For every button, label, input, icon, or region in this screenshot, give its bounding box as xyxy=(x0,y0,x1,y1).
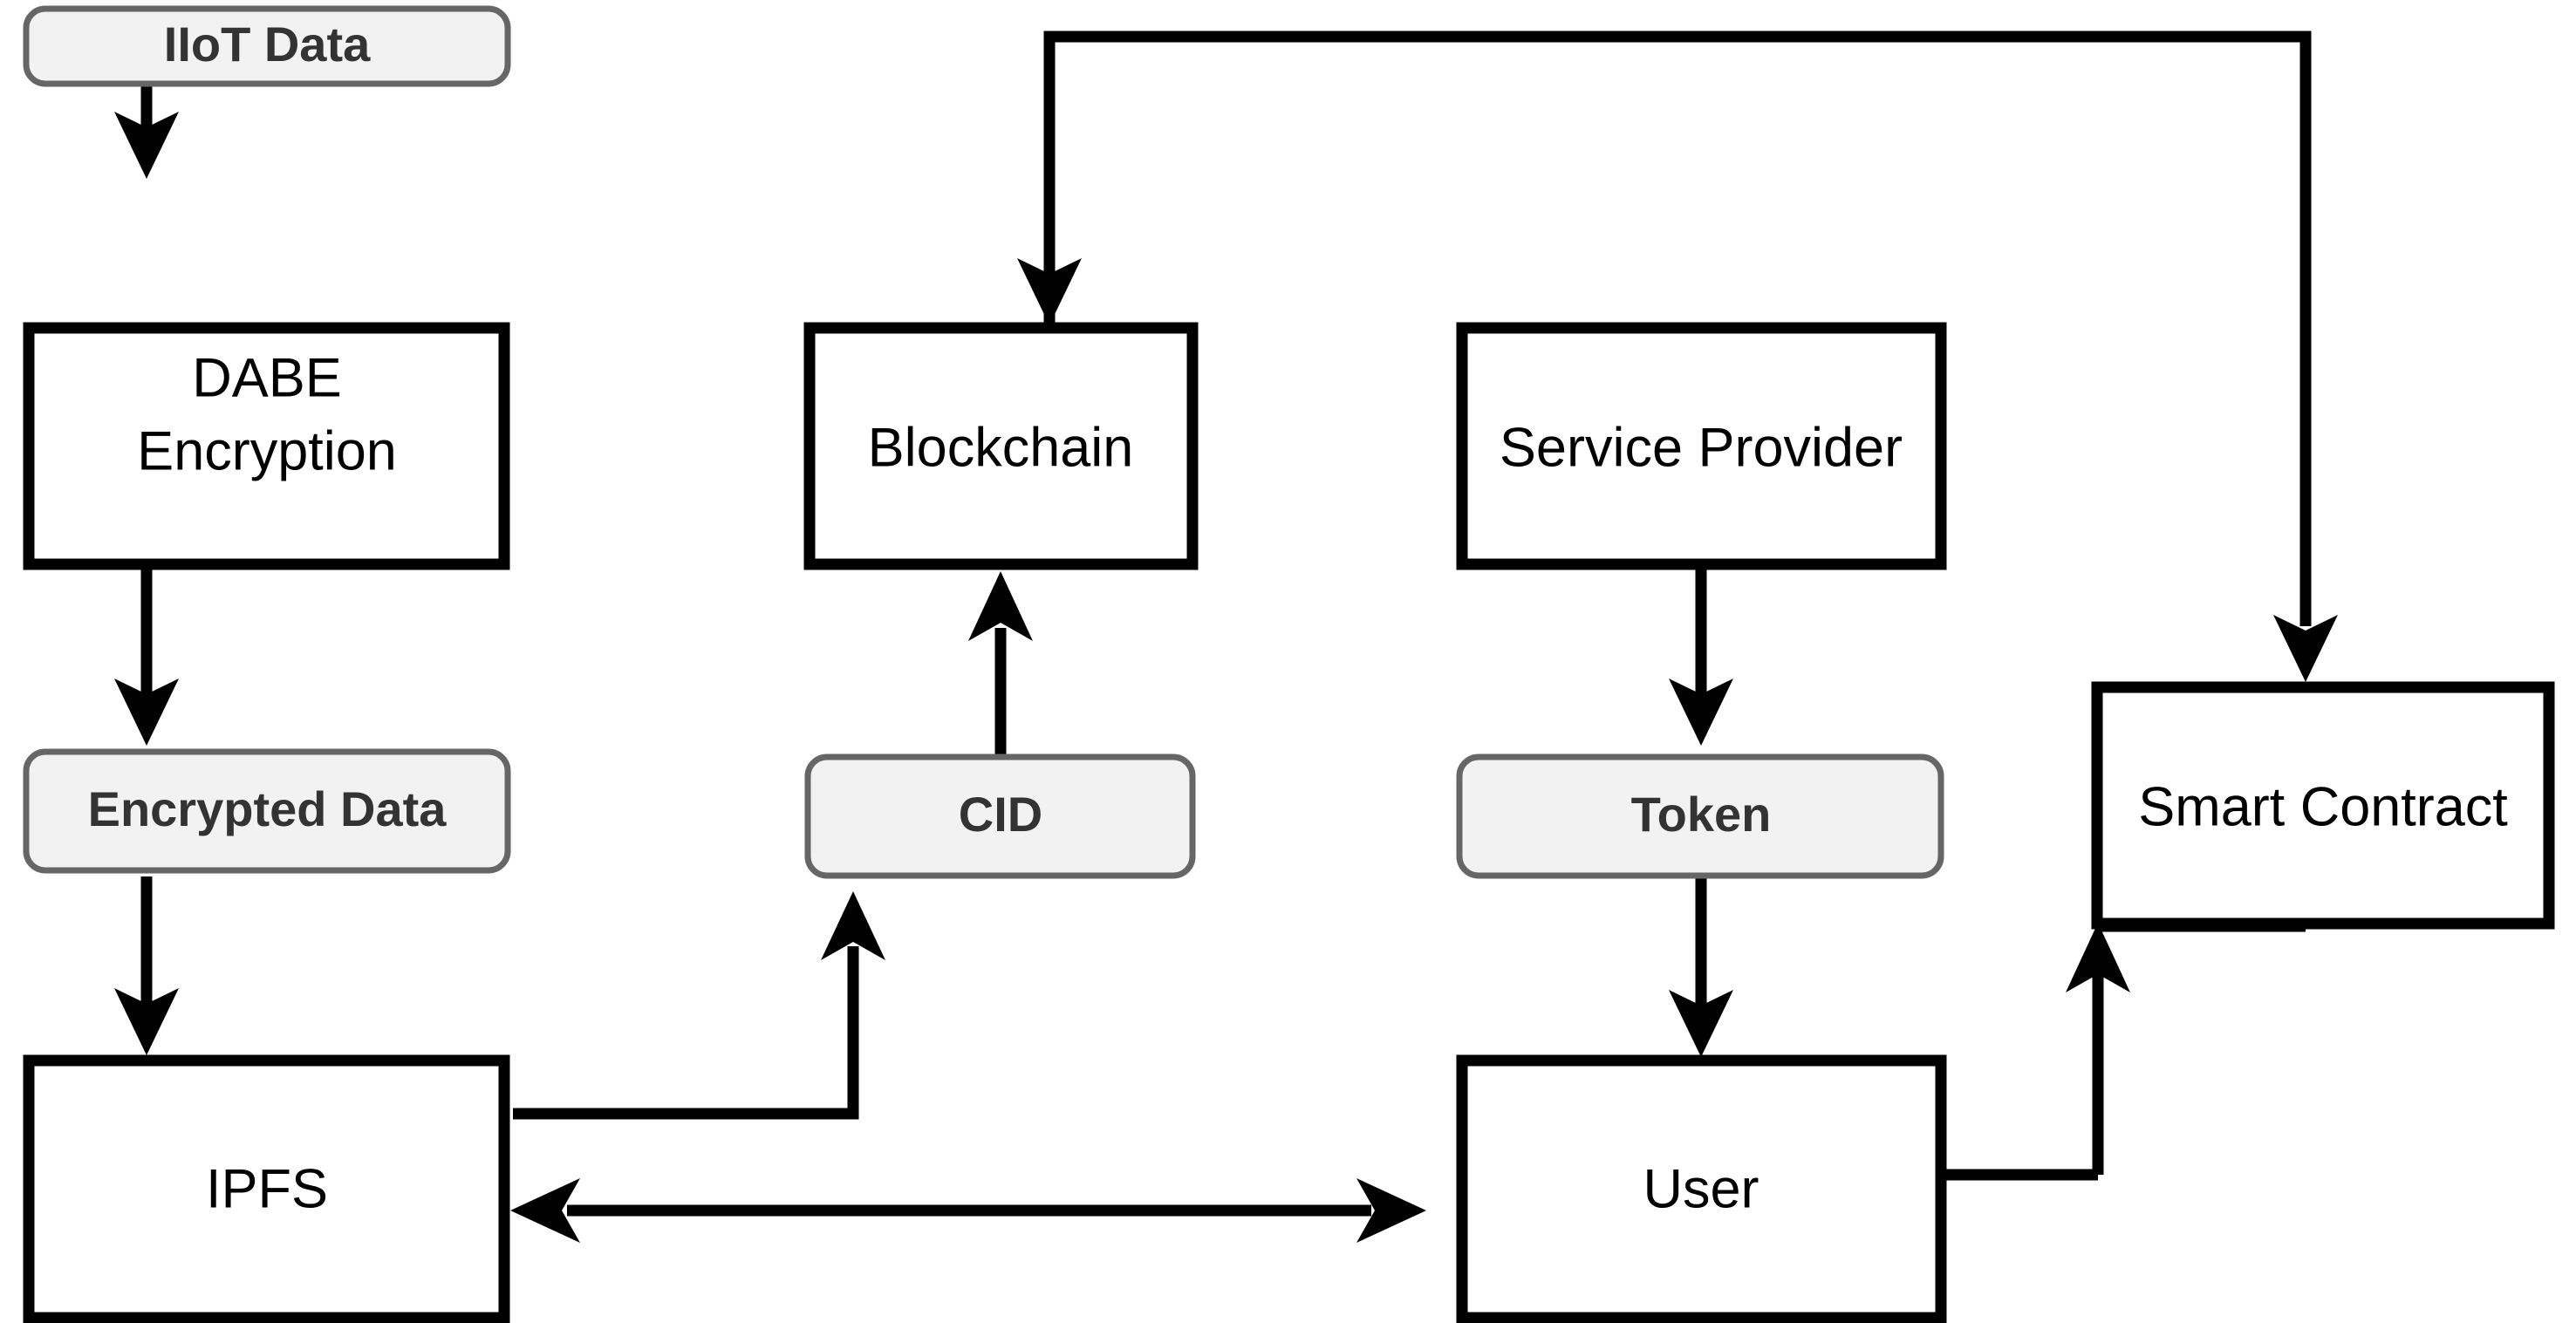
node-user[interactable]: User xyxy=(1456,1054,1947,1323)
edge-ipfs-to-cid xyxy=(513,891,885,1120)
edge-service-provider-to-token xyxy=(1669,569,1733,746)
edge-user-to-smart-contract xyxy=(2066,920,2306,1175)
edge-dabe-encryption-to-encrypted-data xyxy=(114,569,179,746)
arrow-head-down-icon xyxy=(1017,258,1082,325)
node-smart-contract-label: Smart Contract xyxy=(2138,777,2508,838)
node-service-provider-label: Service Provider xyxy=(1500,418,1903,479)
node-iiot-data[interactable]: IIoT Data xyxy=(23,5,511,87)
edge-cid-to-blockchain xyxy=(968,571,1033,759)
edge-token-to-user xyxy=(1669,876,1733,1057)
arrow-head-left-icon xyxy=(510,1178,580,1243)
arrow-head-down-icon xyxy=(2273,615,2338,682)
node-cid-label: CID xyxy=(959,787,1042,842)
node-token-label: Token xyxy=(1631,787,1772,842)
arrow-head-down-icon xyxy=(114,679,179,746)
arrow-head-down-icon xyxy=(1669,679,1733,746)
node-blockchain-label: Blockchain xyxy=(868,418,1134,479)
node-blockchain[interactable]: Blockchain xyxy=(803,322,1199,570)
arrow-head-down-icon xyxy=(114,988,179,1055)
node-dabe-encryption[interactable]: DABE Encryption xyxy=(23,322,510,570)
arrow-head-down-icon xyxy=(1669,990,1733,1057)
arrow-head-up-icon xyxy=(968,571,1033,641)
node-encrypted-data[interactable]: Encrypted Data xyxy=(23,748,511,874)
node-ipfs[interactable]: IPFS xyxy=(23,1054,510,1323)
arrow-head-right-icon xyxy=(1356,1178,1426,1243)
edge-ipfs-to-user-bidirectional xyxy=(510,1178,1426,1243)
edge-blockchain-to-smart-contract xyxy=(1017,31,2338,682)
arrow-head-up-icon xyxy=(2066,923,2130,992)
node-dabe-encryption-label-line2: Encryption xyxy=(137,421,397,482)
node-cid[interactable]: CID xyxy=(804,754,1196,879)
node-dabe-encryption-label-line1: DABE xyxy=(192,348,342,409)
arrow-head-up-icon xyxy=(821,891,885,960)
node-encrypted-data-label: Encrypted Data xyxy=(88,781,448,836)
node-user-label: User xyxy=(1643,1159,1759,1220)
edge-iiot-data-to-dabe-encryption xyxy=(114,80,179,179)
node-token[interactable]: Token xyxy=(1456,754,1944,879)
edge-encrypted-data-to-ipfs xyxy=(114,876,179,1055)
node-service-provider[interactable]: Service Provider xyxy=(1456,322,1947,570)
arrow-head-down-icon xyxy=(114,112,179,179)
node-iiot-data-label: IIoT Data xyxy=(164,17,371,72)
node-ipfs-label: IPFS xyxy=(206,1159,328,1220)
node-smart-contract[interactable]: Smart Contract xyxy=(2091,681,2555,930)
